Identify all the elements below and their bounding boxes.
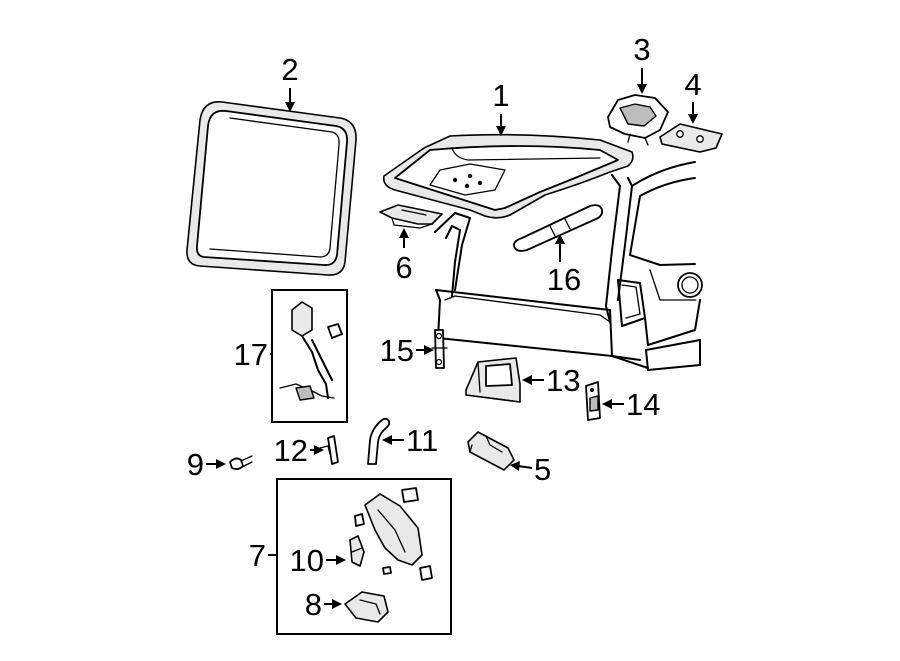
part-9-screw [229,455,253,471]
part-16-gas-strut [513,204,604,252]
box-17 [271,289,348,423]
part-1-liftgate [382,133,634,219]
callout-3: 3 [633,32,650,67]
callout-1: 1 [492,78,509,113]
box-7 [276,478,452,635]
part-4-plate [659,123,723,153]
callout-7: 7 [249,538,266,573]
callout-17: 17 [234,337,268,372]
callout-4: 4 [684,67,701,102]
part-5-bracket [467,431,515,471]
callout-13: 13 [546,363,580,398]
callout-12: 12 [274,433,308,468]
part-17-wiring-harness [279,301,343,401]
callout-2: 2 [281,52,298,87]
part-3-hinge [607,94,669,146]
part-13-handle [465,357,521,403]
part-14-clip [585,381,601,421]
callout-14: 14 [626,387,660,422]
part-8-actuator [344,591,389,623]
callout-6: 6 [395,250,412,285]
callout-5: 5 [534,452,551,487]
callout-labels: 2 1 3 4 6 16 17 15 13 14 11 12 9 5 7 10 … [187,32,702,622]
leader-arrows [206,68,698,609]
vehicle-rear-body [434,161,703,371]
part-12-clip [319,435,339,465]
part-2-weatherstrip [186,101,357,276]
part-7-latch-assembly [354,487,433,581]
part-15-strap [431,329,448,369]
callout-9: 9 [187,447,204,482]
callout-11: 11 [406,423,438,458]
part-11-rod [367,417,391,465]
callout-15: 15 [380,333,414,368]
part-6-bracket [379,204,443,229]
callout-16: 16 [547,262,581,297]
callout-10: 10 [290,543,324,578]
part-10-switch [349,535,365,567]
callout-8: 8 [305,587,322,622]
